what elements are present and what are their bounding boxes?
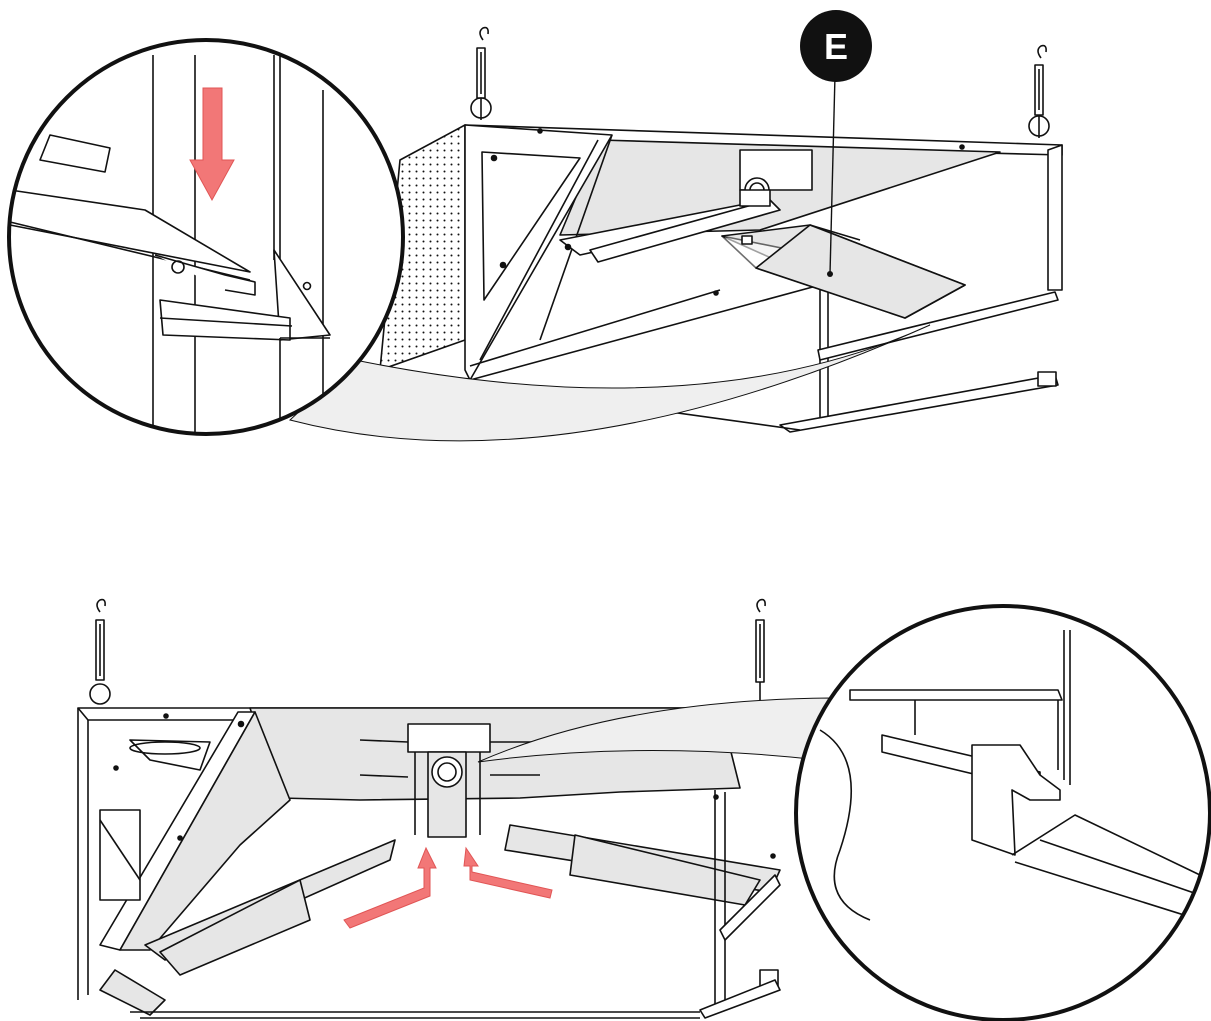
bottom-insert-arrows (343, 846, 553, 929)
end-frame-left-inner (481, 151, 581, 301)
end-frame-right (1047, 144, 1063, 291)
top-detail-wedge (288, 324, 931, 442)
hanger-left (470, 26, 492, 120)
upward-arrow-icon (463, 846, 553, 899)
downward-arrow-icon (189, 87, 235, 202)
upward-arrow-icon (343, 846, 437, 929)
hanger-right (1028, 44, 1050, 138)
top-detail-circle (7, 38, 405, 436)
hanger-bottom-left (89, 598, 111, 705)
callout-e: E (800, 10, 872, 277)
motor-unit (739, 149, 813, 207)
callout-label: E (824, 26, 848, 67)
hanger-bottom-right (755, 598, 766, 700)
bottom-motor-unit (359, 723, 540, 838)
top-figure (379, 26, 1063, 433)
bottom-detail-circle (794, 604, 1211, 1021)
bottom-figure (77, 598, 831, 1019)
